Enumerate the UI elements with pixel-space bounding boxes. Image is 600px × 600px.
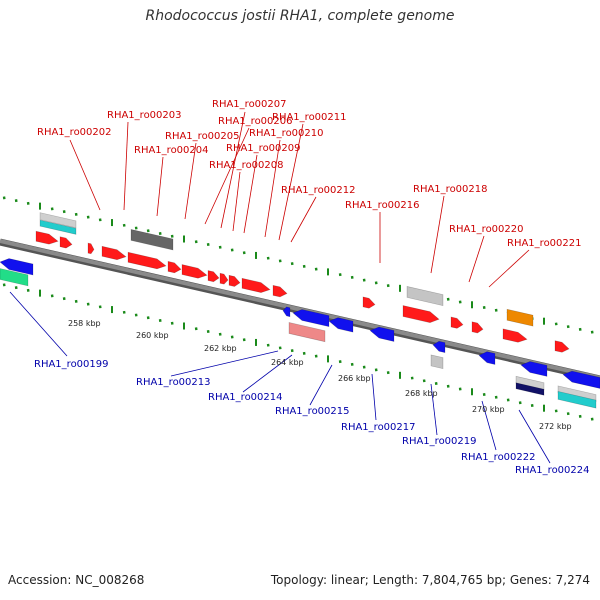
reverse-gene xyxy=(328,317,354,333)
reverse-gene-label-leader xyxy=(170,350,279,377)
forward-gene xyxy=(471,321,484,334)
forward-gene-label: RHA1_ro00205 xyxy=(165,131,240,142)
forward-gene xyxy=(241,277,271,293)
reverse-gene xyxy=(292,309,330,327)
forward-gene xyxy=(101,245,127,261)
reverse-gene xyxy=(282,306,291,318)
reverse-gene xyxy=(478,351,496,365)
scale-label: 260 kbp xyxy=(136,331,169,340)
forward-gene xyxy=(181,264,208,279)
reverse-gene-label: RHA1_ro00214 xyxy=(208,392,283,403)
forward-gene xyxy=(207,270,220,283)
forward-gene-label: RHA1_ro00212 xyxy=(281,185,356,196)
scale-label: 262 kbp xyxy=(204,344,237,353)
forward-gene-label-leader xyxy=(278,123,304,241)
reverse-gene-label-leader xyxy=(9,291,68,357)
rna-gene xyxy=(515,382,545,396)
forward-gene-label: RHA1_ro00204 xyxy=(134,145,209,156)
scale-label: 264 kbp xyxy=(271,358,304,367)
reverse-gene-label-leader xyxy=(371,373,377,421)
gene-features xyxy=(0,212,600,409)
label-leaders xyxy=(9,111,551,464)
forward-gene-label-leader xyxy=(430,195,445,274)
forward-gene-label: RHA1_ro00209 xyxy=(226,143,301,154)
forward-gene xyxy=(219,272,229,285)
forward-gene-label: RHA1_ro00216 xyxy=(345,200,420,211)
gene-labels: RHA1_ro00202RHA1_ro00203RHA1_ro00204RHA1… xyxy=(34,99,590,476)
pseudo-gene xyxy=(406,286,444,307)
pseudo-gene xyxy=(430,354,444,370)
forward-gene-label-leader xyxy=(184,142,197,220)
reverse-gene-label-leader xyxy=(309,364,333,406)
forward-gene-label: RHA1_ro00206 xyxy=(218,116,293,127)
forward-gene-label: RHA1_ro00202 xyxy=(37,127,112,138)
forward-gene-label: RHA1_ro00220 xyxy=(449,224,524,235)
pseudo-gene xyxy=(130,229,174,251)
rna-gene xyxy=(557,391,597,409)
forward-gene xyxy=(272,284,288,298)
pseudo-gene xyxy=(39,212,77,229)
reverse-gene-label: RHA1_ro00222 xyxy=(461,452,536,463)
forward-gene-label: RHA1_ro00211 xyxy=(272,112,347,123)
reverse-gene-label: RHA1_ro00199 xyxy=(34,359,109,370)
scale-label: 270 kbp xyxy=(472,405,505,414)
forward-gene xyxy=(127,251,167,270)
scale-label: 266 kbp xyxy=(338,374,371,383)
forward-gene-label: RHA1_ro00210 xyxy=(249,128,324,139)
reverse-gene-label: RHA1_ro00219 xyxy=(402,436,477,447)
forward-gene xyxy=(87,242,95,255)
reverse-gene-label: RHA1_ro00224 xyxy=(515,465,590,476)
reverse-gene-label: RHA1_ro00215 xyxy=(275,406,350,417)
forward-gene-label-leader xyxy=(488,249,530,288)
forward-gene xyxy=(228,274,241,287)
reverse-gene xyxy=(562,370,600,389)
forward-gene-label: RHA1_ro00221 xyxy=(507,238,582,249)
forward-gene xyxy=(35,230,59,245)
reverse-gene-label-leader xyxy=(242,354,293,393)
forward-gene-label-leader xyxy=(123,121,129,211)
forward-gene-label: RHA1_ro00218 xyxy=(413,184,488,195)
rna-gene xyxy=(0,268,29,287)
forward-gene xyxy=(59,236,73,249)
reverse-gene xyxy=(432,340,446,353)
rna-gene xyxy=(39,219,77,235)
forward-gene-label-leader xyxy=(69,139,101,211)
scale-label: 258 kbp xyxy=(68,319,101,328)
forward-gene-label: RHA1_ro00203 xyxy=(107,110,182,121)
reverse-gene-label: RHA1_ro00213 xyxy=(136,377,211,388)
forward-gene xyxy=(554,340,570,353)
forward-gene xyxy=(362,296,376,309)
forward-gene-label-leader xyxy=(264,139,281,238)
forward-gene-label-leader xyxy=(290,196,317,243)
forward-gene-label-leader xyxy=(243,154,258,234)
genome-summary: Topology: linear; Length: 7,804,765 bp; … xyxy=(270,573,590,587)
forward-gene xyxy=(167,260,182,274)
genome-title: Rhodococcus jostii RHA1, complete genome xyxy=(145,8,455,24)
reverse-gene-label-leader xyxy=(430,383,438,436)
reverse-gene-label: RHA1_ro00217 xyxy=(341,422,416,433)
scale-label: 272 kbp xyxy=(539,422,572,431)
reverse-gene xyxy=(520,361,548,377)
forward-gene-label-leader xyxy=(204,127,250,225)
forward-gene-label-leader xyxy=(156,156,164,217)
reverse-gene-label-leader xyxy=(481,400,497,451)
forward-gene-label: RHA1_ro00208 xyxy=(209,160,284,171)
pseudo-gene xyxy=(288,322,326,343)
rna-gene xyxy=(506,308,534,327)
forward-gene-label-leader xyxy=(232,171,241,232)
scale-label: 268 kbp xyxy=(405,389,438,398)
forward-gene-label: RHA1_ro00207 xyxy=(212,99,287,110)
forward-gene xyxy=(502,328,528,343)
forward-gene-label-leader xyxy=(468,235,485,283)
backbone-line xyxy=(0,239,600,380)
reverse-gene-label-leader xyxy=(518,409,551,464)
accession-label: Accession: NC_008268 xyxy=(8,573,145,587)
forward-gene xyxy=(402,305,440,323)
forward-gene-label-leader xyxy=(220,111,246,229)
scale-labels: 258 kbp 260 kbp 262 kbp 264 kbp 266 kbp 268 k… xyxy=(68,319,572,431)
forward-gene xyxy=(450,316,464,329)
reverse-gene xyxy=(369,326,395,342)
reverse-gene xyxy=(0,258,34,276)
